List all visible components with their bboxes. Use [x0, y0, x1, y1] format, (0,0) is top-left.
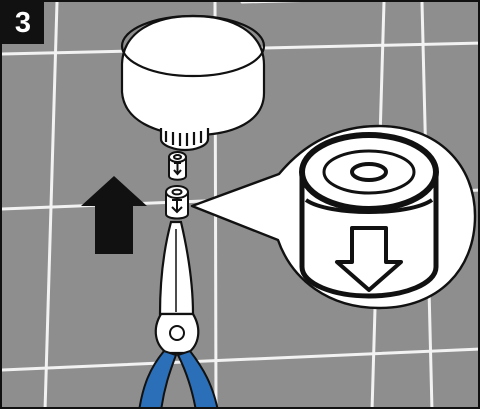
plier-pivot-screw	[169, 325, 185, 341]
upper-insert-down-arrow-icon	[173, 162, 182, 176]
lower-insert	[165, 185, 189, 220]
upper-insert-hole	[173, 154, 182, 160]
needle-nose-pliers-icon	[138, 220, 219, 407]
magnified-down-arrow-icon	[335, 226, 403, 292]
lower-insert-down-arrow-icon	[171, 199, 183, 214]
grout-line	[2, 347, 478, 372]
step-number-label: 3	[14, 6, 32, 39]
upper-insert	[168, 151, 187, 181]
step-number-badge-overlay: 3	[2, 2, 44, 44]
lower-insert-hole	[171, 188, 183, 196]
plier-right-handle	[176, 349, 219, 407]
up-arrow-icon	[81, 176, 147, 254]
outlet-top-edge	[120, 14, 266, 78]
callout-bubble	[190, 124, 477, 310]
magnified-insert-hole	[350, 162, 388, 182]
small-inserts	[165, 151, 189, 220]
grout-line	[43, 2, 59, 407]
plier-left-handle	[138, 349, 178, 407]
wall-outlet-elbow	[120, 14, 266, 152]
magnified-insert-band	[304, 198, 434, 214]
magnified-insert-body	[299, 172, 439, 299]
